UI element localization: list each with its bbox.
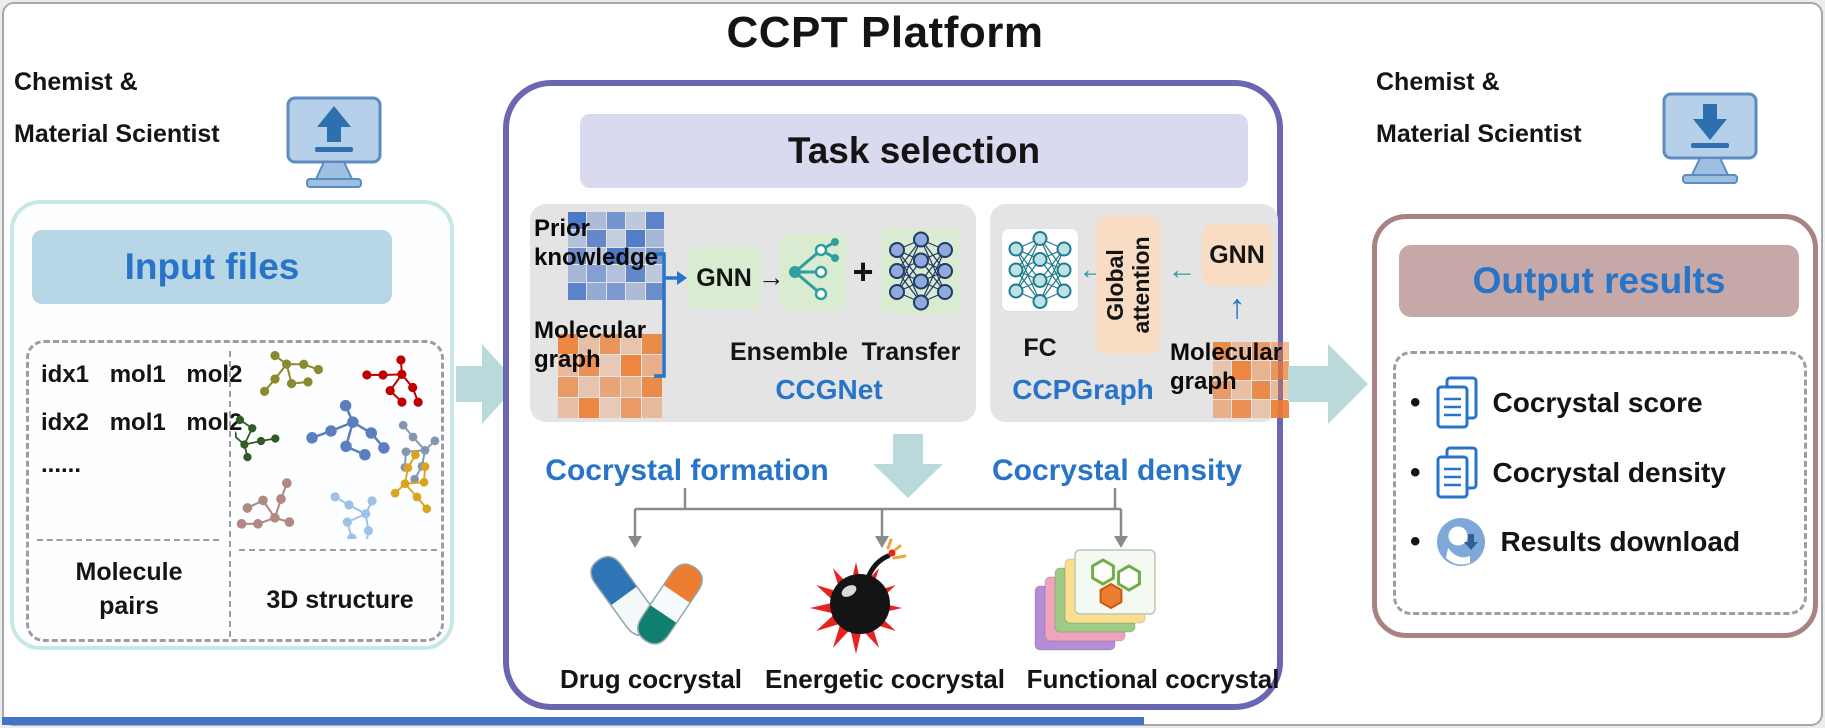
input-dashed-box: idx1 mol1 mol2 idx2 mol1 mol2 ...... Mol… [26, 340, 444, 642]
left-actor-label: Chemist & Material Scientist [14, 56, 220, 160]
ensemble-tree-box [779, 234, 846, 311]
structure-caption: 3D structure [266, 586, 414, 614]
bracket-connector-icon [654, 252, 687, 378]
molecule-pairs-caption: Molecule pairs [29, 555, 229, 623]
input-panel-title: Input files [124, 246, 300, 287]
energetic-cocrystal-label: Energetic cocrystal [765, 664, 1005, 694]
ccgnet-box: Prior knowledge Molecular graph GNN → [530, 204, 976, 422]
molecular-graph-heatmap-right [1213, 342, 1289, 418]
bullet-icon: • [1410, 386, 1421, 419]
ccgnet-gnn-box: GNN [687, 247, 761, 309]
input-left-divider [37, 539, 219, 541]
plus-sign: + [852, 251, 874, 292]
molecular-graph-heatmap-left [558, 334, 662, 418]
ccpgraph-name: CCPGraph [1012, 374, 1154, 405]
molecule-3d-structures [235, 350, 440, 539]
document-icon [1436, 376, 1478, 429]
fc-label: FC [1023, 334, 1057, 362]
molecule-pair-row: idx1 mol1 mol2 [41, 361, 243, 388]
input-vertical-divider [229, 351, 231, 637]
drug-cocrystal-label: Drug cocrystal [559, 664, 743, 694]
output-item-row: • Cocrystal density [1410, 446, 1726, 500]
branch-connector-lines [628, 488, 1128, 548]
output-item-label: Results download [1500, 526, 1741, 557]
global-attention-box: Global attention [1096, 216, 1160, 354]
down-block-arrow-icon [873, 434, 943, 498]
decision-tree-icon [789, 238, 839, 301]
prior-knowledge-label: Prior knowledge [534, 215, 659, 271]
results-download-icon [1436, 518, 1485, 566]
functional-cocrystal-layers-icon [1034, 549, 1156, 651]
document-icon [1436, 446, 1478, 499]
bottom-blue-bar [2, 717, 1144, 725]
molecule-pair-row: ...... [41, 451, 82, 478]
molecule-pair-row: idx2 mol1 mol2 [41, 409, 243, 436]
input-panel: Input files idx1 mol1 mol2 idx2 mol1 mol… [10, 200, 454, 650]
arrow-left-icon: ← [1167, 254, 1197, 286]
output-item-row: • Results download [1410, 516, 1740, 568]
transfer-network-box [881, 228, 960, 314]
output-panel: Output results • Cocrystal score • [1372, 214, 1818, 638]
molecule-pairs-caption-line2: pairs [99, 592, 159, 620]
molecular-graph-label-left: Molecular graph [534, 317, 647, 373]
drug-cocrystal-pills-icon [590, 555, 703, 645]
flow-arrow-input-to-task [456, 344, 518, 424]
global-attention-label: Global attention [1102, 236, 1154, 334]
ccgnet-name: CCGNet [775, 374, 883, 405]
right-actor-label: Chemist & Material Scientist [1376, 56, 1582, 160]
bullet-icon: • [1410, 456, 1421, 489]
functional-cocrystal-label: Functional cocrystal [1026, 664, 1280, 694]
left-actor-line2: Material Scientist [14, 120, 220, 148]
output-item-label: Cocrystal score [1492, 387, 1703, 418]
molecular-graph-label-right: Molecular graph [1170, 339, 1283, 395]
output-item-label: Cocrystal density [1492, 457, 1726, 488]
ccpgraph-gnn-box: GNN [1202, 224, 1272, 286]
left-actor-line1: Chemist & [14, 68, 138, 96]
flow-arrow-task-to-output [1288, 344, 1368, 424]
ensemble-label: Ensemble [729, 338, 849, 366]
output-item-row: • Cocrystal score [1410, 376, 1703, 430]
figure-title: CCPT Platform [726, 8, 1044, 57]
cocrystal-density-label: Cocrystal density [991, 454, 1243, 487]
input-panel-header: Input files [32, 230, 392, 304]
output-panel-header: Output results [1399, 245, 1799, 317]
task-selection-panel: Task selection Prior knowledge Molecular… [503, 80, 1289, 710]
arrow-up-icon: ↑ [1228, 288, 1246, 326]
output-dashed-box: • Cocrystal score • Cocrystal density [1393, 351, 1807, 615]
input-right-divider [239, 549, 437, 551]
output-panel-title: Output results [1472, 260, 1726, 301]
energetic-cocrystal-bomb-icon [810, 538, 907, 654]
upload-computer-icon [286, 96, 382, 188]
transfer-nn-icon [889, 231, 953, 311]
fc-nn-icon [1008, 231, 1072, 309]
right-actor-line1: Chemist & [1376, 68, 1500, 96]
fc-network-box [1001, 228, 1079, 312]
download-computer-icon [1662, 92, 1758, 184]
prior-knowledge-heatmap [568, 212, 664, 300]
right-actor-line2: Material Scientist [1376, 120, 1582, 148]
transfer-label: Transfer [861, 338, 961, 366]
cocrystal-formation-label: Cocrystal formation [545, 454, 829, 487]
task-selection-header: Task selection [580, 114, 1248, 188]
task-selection-title: Task selection [787, 130, 1041, 171]
ccpgraph-box: FC ← Global attention ← GNN ↑ Molecular … [990, 204, 1289, 422]
molecule-pairs-caption-line1: Molecule [75, 558, 183, 586]
bullet-icon: • [1410, 525, 1421, 558]
